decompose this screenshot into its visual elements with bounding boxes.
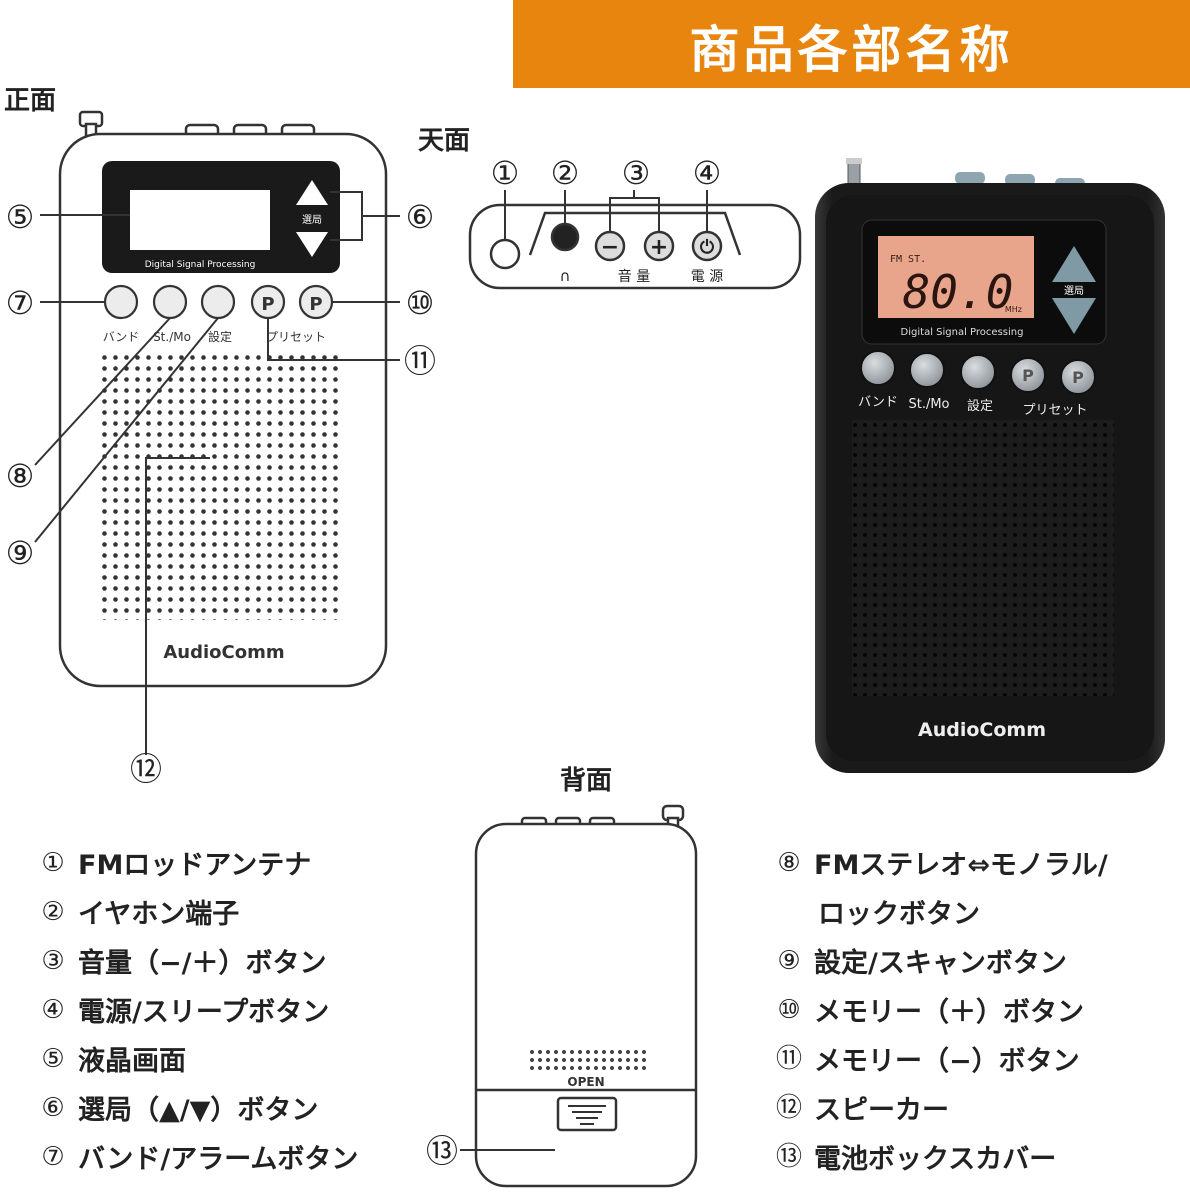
front-tune-up-icon xyxy=(296,180,328,205)
legend-item-continued: ロックボタン xyxy=(818,899,980,930)
front-dsp-label: Digital Signal Processing xyxy=(145,260,256,270)
front-view-label: 正面 xyxy=(4,86,57,116)
svg-text:+: + xyxy=(650,235,668,260)
top-body xyxy=(468,203,802,290)
svg-text:−: − xyxy=(601,235,619,260)
photo-stmo-button xyxy=(909,352,945,388)
svg-text:MHz: MHz xyxy=(1005,305,1022,314)
svg-text:バンド: バンド xyxy=(858,395,898,410)
front-setting-label: 設定 xyxy=(208,329,232,344)
callout-11: ⑪ xyxy=(404,342,436,380)
svg-text:P: P xyxy=(261,294,274,315)
front-stmo-button xyxy=(152,284,188,320)
power-label: 電 源 xyxy=(691,269,723,285)
front-lcd-screen xyxy=(130,190,270,250)
front-preset-label: プリセット xyxy=(266,330,326,344)
front-brand: AudioComm xyxy=(163,642,284,663)
back-view-label: 背面 xyxy=(560,766,613,796)
callout-8: ⑧ xyxy=(6,457,35,495)
callout-12: ⑫ xyxy=(130,750,162,788)
front-band-button xyxy=(103,284,139,320)
front-speaker-grille xyxy=(100,350,344,620)
photo-device: FM ST. 80.0 MHz 選局 Digital Signal Proces… xyxy=(815,158,1165,773)
svg-text:St./Mo: St./Mo xyxy=(908,397,949,412)
front-band-label: バンド xyxy=(103,330,140,344)
callout-6: ⑥ xyxy=(406,198,435,236)
callout-2: ② xyxy=(551,154,580,192)
callout-5: ⑤ xyxy=(6,198,35,236)
photo-tune-up-icon xyxy=(1052,246,1096,282)
callout-7: ⑦ xyxy=(6,284,35,322)
svg-text:⏻: ⏻ xyxy=(700,237,715,258)
top-earphone-jack xyxy=(550,222,580,252)
callout-10: ⑩ xyxy=(406,284,435,322)
photo-speaker-grille xyxy=(852,420,1114,696)
svg-text:プリセット: プリセット xyxy=(1022,403,1087,418)
front-tune-down-icon xyxy=(296,232,328,257)
callout-13: ⑬ xyxy=(426,1132,458,1170)
top-view-drawing xyxy=(468,203,802,290)
front-setting-button xyxy=(200,284,236,320)
back-body xyxy=(474,822,698,1188)
headphone-icon: ∩ xyxy=(560,267,571,285)
back-view-drawing xyxy=(474,804,698,1188)
front-stmo-label: St./Mo xyxy=(153,330,191,344)
back-vent xyxy=(528,1050,646,1070)
svg-text:P: P xyxy=(1022,366,1034,385)
svg-text:P: P xyxy=(1072,368,1084,387)
top-view-label: 天面 xyxy=(418,126,471,156)
svg-text:P: P xyxy=(309,294,322,315)
callout-3: ③ xyxy=(622,154,651,192)
photo-lcd-screen xyxy=(878,236,1034,318)
callout-4: ④ xyxy=(693,154,722,192)
photo-tune-down-icon xyxy=(1052,298,1096,334)
svg-text:Digital Signal Processing: Digital Signal Processing xyxy=(901,327,1024,338)
svg-text:設定: 設定 xyxy=(967,398,993,414)
photo-setting-button xyxy=(960,354,996,390)
photo-lcd-frequency: 80.0 xyxy=(903,265,1014,319)
back-cover-latch xyxy=(556,1096,618,1132)
photo-brand: AudioComm xyxy=(918,719,1046,741)
photo-band-button xyxy=(860,350,896,386)
photo-preset-minus-button xyxy=(1060,359,1096,395)
title-banner: 商品各部名称 xyxy=(513,0,1190,88)
front-tuning-label: 選局 xyxy=(302,213,322,226)
page-title: 商品各部名称 xyxy=(689,21,1014,79)
open-label: OPEN xyxy=(567,1075,604,1089)
photo-lcd-mode: FM ST. xyxy=(890,254,926,265)
top-antenna-jack xyxy=(489,238,521,270)
svg-text:選局: 選局 xyxy=(1064,284,1084,297)
callout-9: ⑨ xyxy=(6,534,35,572)
volume-label: 音 量 xyxy=(618,268,650,285)
callout-1: ① xyxy=(491,154,520,192)
photo-preset-plus-button xyxy=(1010,357,1046,393)
